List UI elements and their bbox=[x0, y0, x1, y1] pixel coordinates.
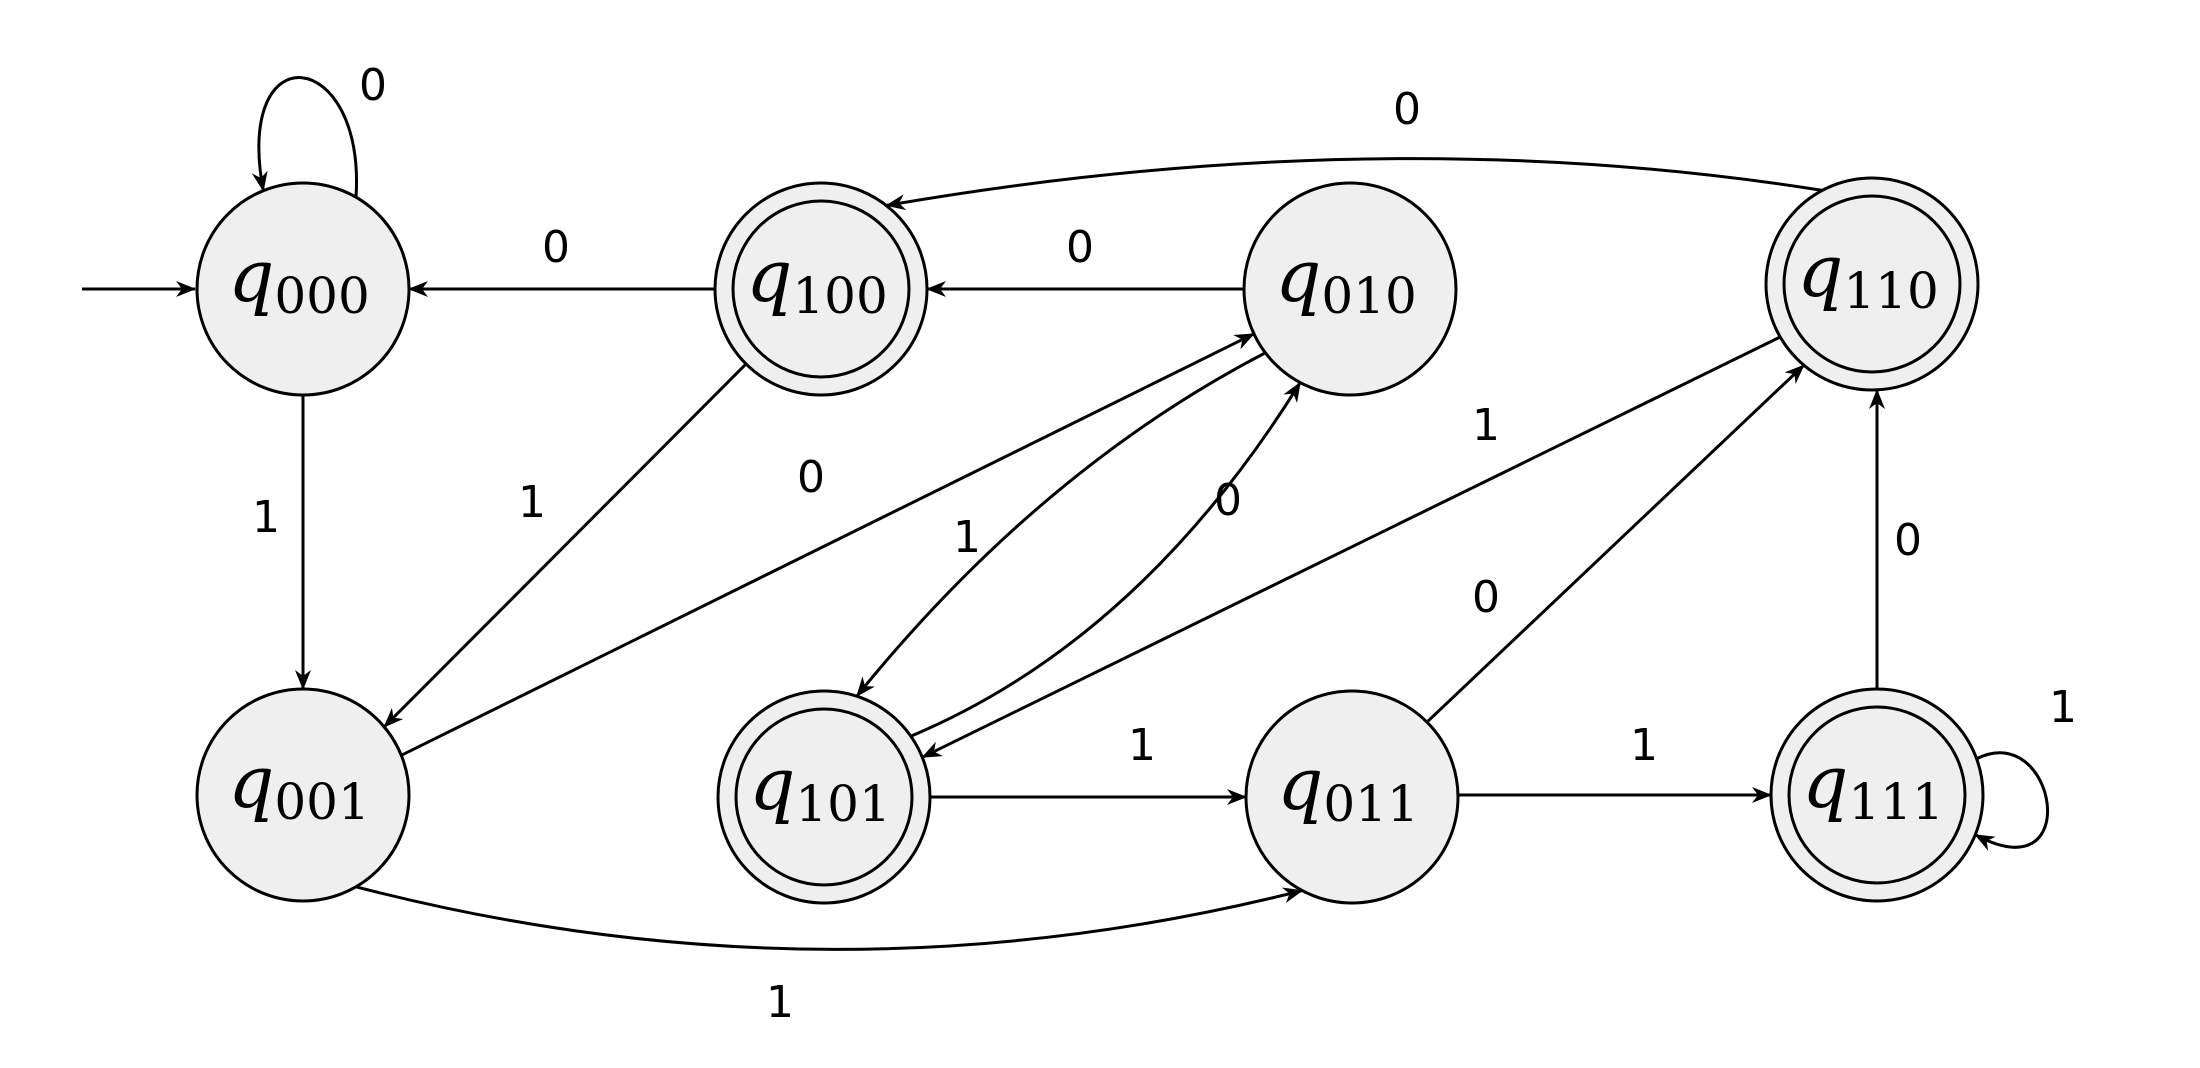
state-label: q100 bbox=[746, 234, 888, 325]
state-circle bbox=[195, 181, 411, 397]
accepting-ring bbox=[1782, 194, 1962, 374]
transition-label: 0 bbox=[1393, 84, 1421, 135]
state-q010: q010 bbox=[1242, 181, 1458, 397]
transition-label: 1 bbox=[1128, 720, 1156, 771]
transition-label: 1 bbox=[252, 492, 280, 543]
state-q100: q100 bbox=[713, 181, 929, 397]
state-circle bbox=[1769, 687, 1985, 903]
transition-label: 1 bbox=[953, 512, 981, 563]
accepting-ring bbox=[731, 199, 911, 379]
transition-label: 1 bbox=[766, 977, 794, 1028]
transition-q001-to-q011 bbox=[355, 885, 1304, 951]
transition-label: 0 bbox=[359, 60, 387, 111]
state-circle bbox=[195, 687, 411, 903]
state-circle bbox=[1764, 176, 1980, 392]
state-circle bbox=[1244, 689, 1460, 905]
transition-label: 0 bbox=[1472, 572, 1500, 623]
state-label: q110 bbox=[1797, 229, 1939, 320]
state-q101: q101 bbox=[716, 689, 932, 905]
transition-label: 0 bbox=[797, 452, 825, 503]
transition-label: 1 bbox=[2049, 682, 2077, 733]
transition-label: 0 bbox=[1894, 515, 1922, 566]
state-label: q010 bbox=[1275, 234, 1417, 325]
transition-q110-to-q100 bbox=[885, 157, 1823, 211]
transition-label: 1 bbox=[1472, 400, 1500, 451]
state-label: q101 bbox=[749, 742, 891, 833]
state-q001: q001 bbox=[195, 687, 411, 903]
state-circle bbox=[716, 689, 932, 905]
transition-q111-to-q111 bbox=[1974, 751, 2049, 851]
transition-q100-to-q001 bbox=[383, 362, 748, 728]
transition-label: 1 bbox=[1630, 720, 1658, 771]
state-q111: q111 bbox=[1769, 687, 1985, 903]
accepting-ring bbox=[734, 707, 914, 887]
state-label: q111 bbox=[1802, 740, 1944, 831]
state-circle bbox=[713, 181, 929, 397]
transition-label: 1 bbox=[518, 477, 546, 528]
transition-q000-to-q000 bbox=[251, 76, 359, 198]
transition-label: 0 bbox=[1066, 222, 1094, 273]
transition-q001-to-q010 bbox=[400, 332, 1255, 757]
state-label: q011 bbox=[1277, 742, 1419, 833]
transition-q011-to-q110 bbox=[1425, 364, 1805, 724]
state-q011: q011 bbox=[1244, 689, 1460, 905]
state-circle bbox=[1242, 181, 1458, 397]
transition-q010-to-q101 bbox=[855, 351, 1267, 698]
transition-q101-to-q010 bbox=[910, 381, 1302, 738]
state-q110: q110 bbox=[1764, 176, 1980, 392]
state-label: q001 bbox=[228, 740, 370, 831]
transition-label: 0 bbox=[1214, 475, 1242, 526]
transition-label: 0 bbox=[542, 222, 570, 273]
state-label: q000 bbox=[228, 234, 370, 325]
state-q000: q000 bbox=[195, 181, 411, 397]
transition-q110-to-q101 bbox=[921, 335, 1781, 759]
accepting-ring bbox=[1787, 705, 1967, 885]
